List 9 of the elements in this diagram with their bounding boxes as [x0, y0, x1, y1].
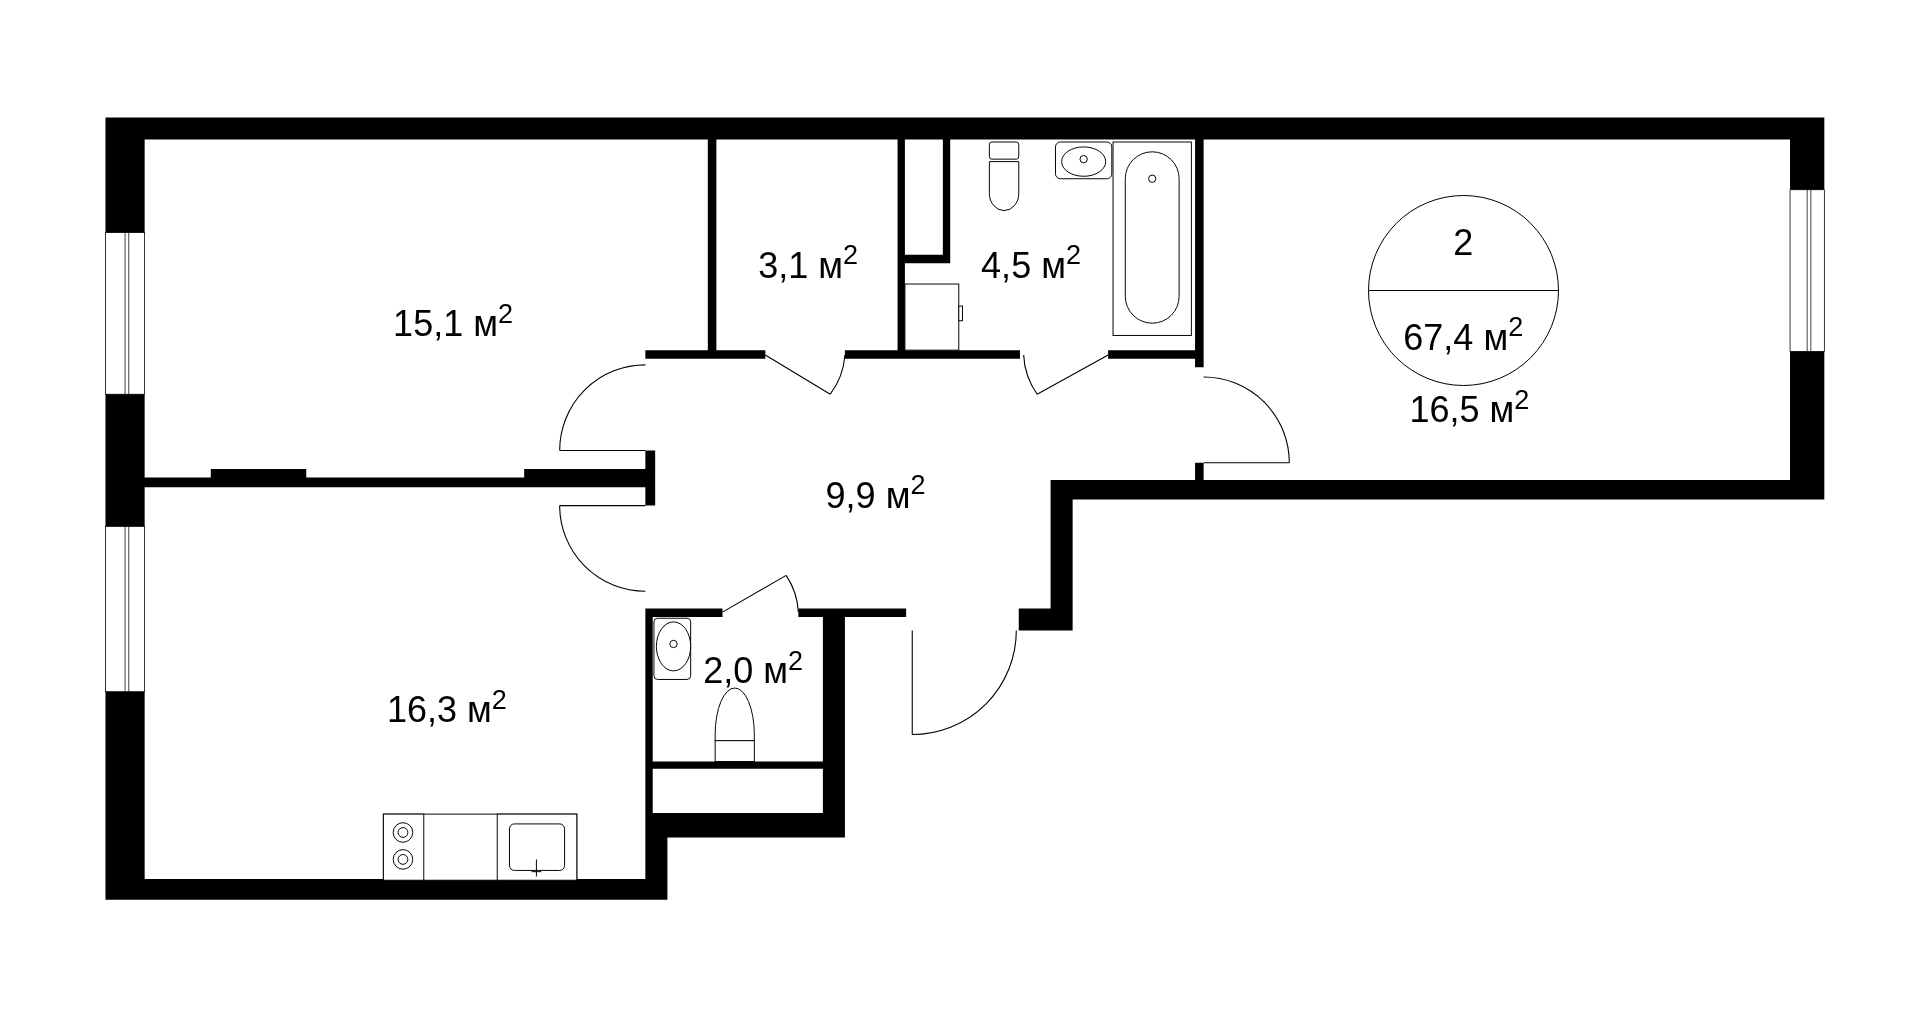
room-area-label: 16,5 м$^{2}$ [1409, 392, 1530, 429]
total-area-label: 67,4 м$^{2}$ [1403, 319, 1524, 356]
room-area-label: 2,0 м$^{2}$ [703, 653, 803, 689]
room-area-label: 4,5 м$^{2}$ [981, 247, 1081, 284]
apartment-number: 2 [1453, 224, 1474, 261]
room-area-label: 3,1 м$^{2}$ [758, 247, 859, 284]
room-area-label: 9,9 м$^{2}$ [825, 477, 926, 514]
room-area-label: 16,3 м$^{2}$ [387, 692, 507, 729]
room-area-label: 15,1 м$^{2}$ [393, 306, 513, 343]
